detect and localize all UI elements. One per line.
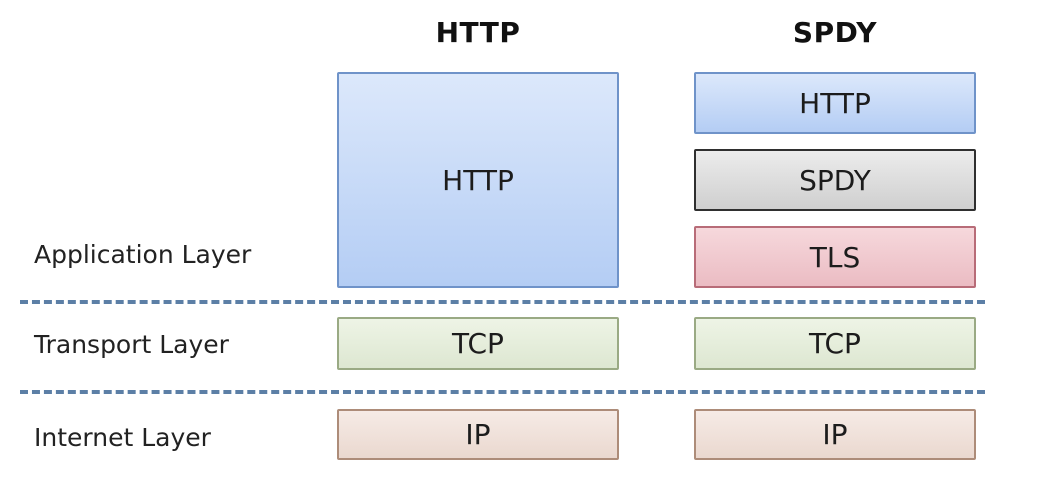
internet-layer-label: Internet Layer [34,423,211,452]
http-tcp-box: TCP [337,317,619,370]
spdy-tcp-box: TCP [694,317,976,370]
spdy-tls-box: TLS [694,226,976,288]
transport-internet-divider [20,390,985,394]
spdy-spdy-box: SPDY [694,149,976,211]
spdy-ip-box: IP [694,409,976,460]
http-ip-box: IP [337,409,619,460]
http-column-title: HTTP [435,16,521,49]
application-layer-label: Application Layer [34,240,252,269]
spdy-http-box: HTTP [694,72,976,134]
transport-layer-label: Transport Layer [34,330,229,359]
http-application-box: HTTP [337,72,619,288]
spdy-column-title: SPDY [792,16,878,49]
application-transport-divider [20,300,985,304]
